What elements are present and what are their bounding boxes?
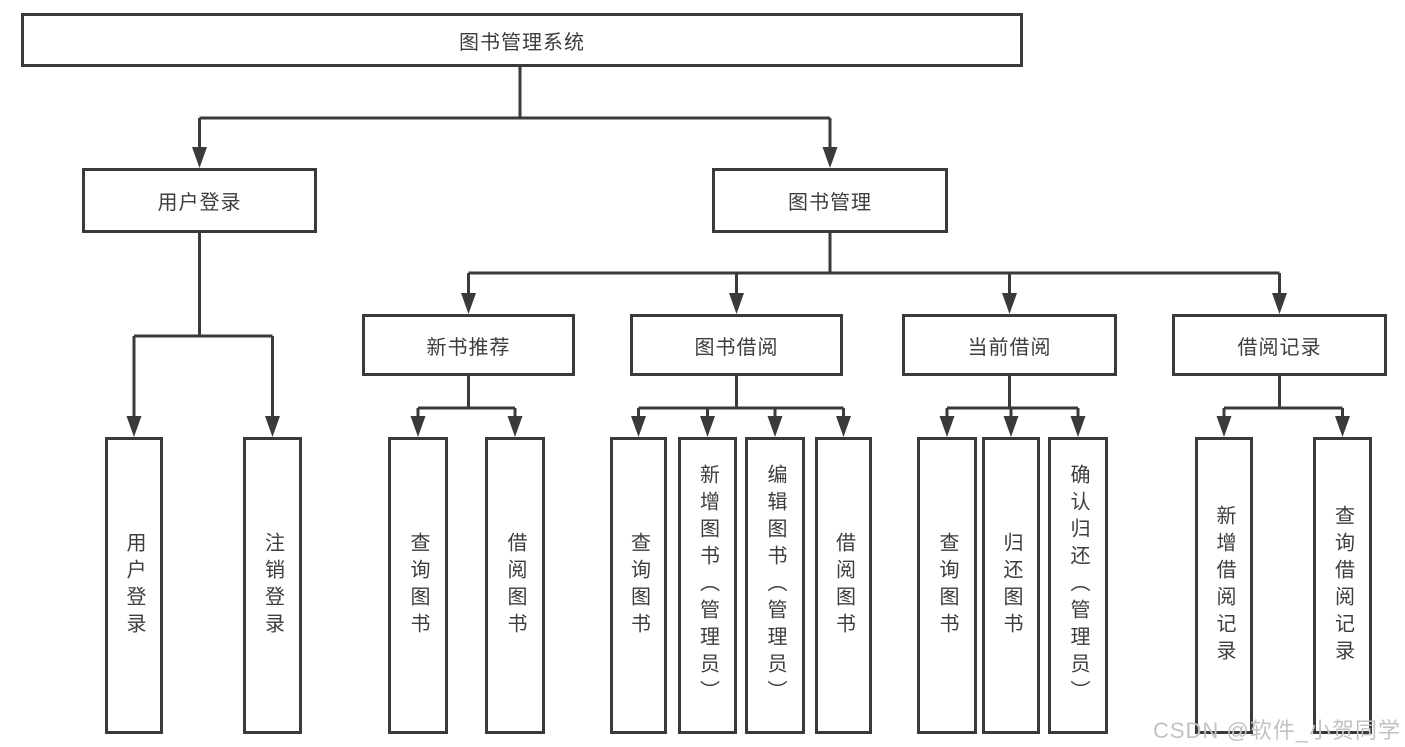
leaf-query-books-borrow-label: 查询图书 <box>627 531 650 640</box>
leaf-edit-books-admin: 编辑图书（管理员） <box>745 437 805 734</box>
node-borrow-records: 借阅记录 <box>1172 314 1387 376</box>
leaf-query-borrow-record: 查询借阅记录 <box>1313 437 1372 734</box>
leaf-query-borrow-record-label: 查询借阅记录 <box>1331 504 1354 667</box>
leaf-query-books-borrow: 查询图书 <box>610 437 667 734</box>
leaf-query-books-current: 查询图书 <box>917 437 977 734</box>
leaf-confirm-return-admin-label: 确认归还（管理员） <box>1067 464 1089 707</box>
node-current-borrow: 当前借阅 <box>902 314 1117 376</box>
leaf-query-books-recommend: 查询图书 <box>388 437 448 734</box>
node-book-borrow: 图书借阅 <box>630 314 843 376</box>
leaf-return-books-label: 归还图书 <box>1000 531 1022 640</box>
leaf-borrow-books: 借阅图书 <box>815 437 872 734</box>
leaf-add-borrow-record-label: 新增借阅记录 <box>1213 504 1235 667</box>
leaf-edit-books-admin-label: 编辑图书（管理员） <box>764 464 786 707</box>
node-user-login-label: 用户登录 <box>157 192 242 214</box>
leaf-return-books: 归还图书 <box>982 437 1040 734</box>
node-user-login: 用户登录 <box>82 168 317 233</box>
leaf-add-books-admin: 新增图书（管理员） <box>678 437 737 734</box>
node-new-book-recommend-label: 新书推荐 <box>426 336 511 359</box>
csdn-watermark: CSDN @软件_小贺同学 <box>1152 718 1401 743</box>
node-current-borrow-label: 当前借阅 <box>967 336 1052 359</box>
leaf-logout-label: 注销登录 <box>261 531 284 640</box>
leaf-borrow-books-recommend: 借阅图书 <box>485 437 545 734</box>
node-borrow-records-label: 借阅记录 <box>1237 336 1322 359</box>
node-new-book-recommend: 新书推荐 <box>362 314 575 376</box>
leaf-user-login-label: 用户登录 <box>123 531 145 640</box>
leaf-query-books-recommend-label: 查询图书 <box>407 531 429 640</box>
node-root-system: 图书管理系统 <box>21 13 1023 67</box>
arrowheads <box>126 147 1350 437</box>
leaf-logout: 注销登录 <box>243 437 302 734</box>
node-book-borrow-label: 图书借阅 <box>694 336 779 359</box>
leaf-query-books-current-label: 查询图书 <box>936 531 958 640</box>
node-book-management-label: 图书管理 <box>788 192 872 214</box>
leaf-user-login: 用户登录 <box>105 437 163 734</box>
leaf-add-borrow-record: 新增借阅记录 <box>1195 437 1253 734</box>
leaf-borrow-books-label: 借阅图书 <box>832 531 855 640</box>
leaf-confirm-return-admin: 确认归还（管理员） <box>1048 437 1108 734</box>
node-book-management: 图书管理 <box>712 168 948 233</box>
leaf-borrow-books-recommend-label: 借阅图书 <box>504 531 526 640</box>
node-root-system-label: 图书管理系统 <box>459 31 585 54</box>
leaf-add-books-admin-label: 新增图书（管理员） <box>696 464 719 707</box>
